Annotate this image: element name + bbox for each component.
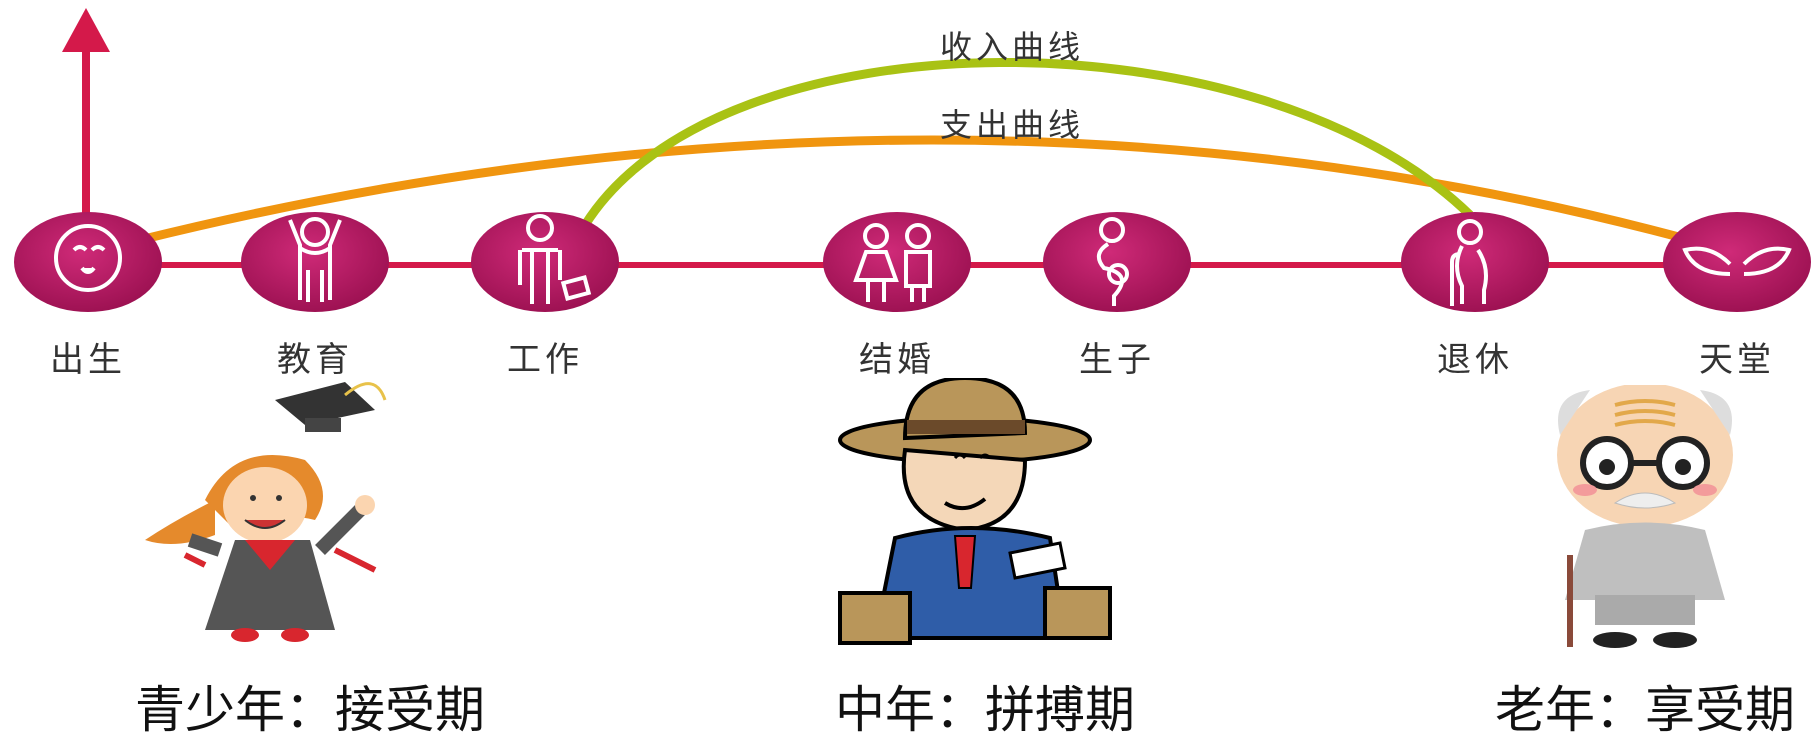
stage-label-middle-age: 中年：拼搏期	[835, 681, 1135, 739]
old-man-illustration	[1557, 385, 1733, 648]
expense-curve	[138, 135, 1692, 245]
graduate-girl-illustration	[145, 382, 387, 642]
milestone-label-birth: 出生	[50, 340, 126, 380]
income-curve	[581, 58, 1474, 228]
milestone-label-work: 工作	[507, 340, 583, 380]
milestone-label-education: 教育	[277, 340, 353, 380]
milestone-label-marriage: 结婚	[859, 340, 935, 380]
businessman-illustration	[838, 378, 1112, 645]
milestone-label-retirement: 退休	[1437, 340, 1513, 380]
up-arrow-icon	[62, 8, 110, 215]
income-curve-label: 收入曲线	[940, 28, 1085, 66]
milestone-label-childbirth: 生子	[1079, 340, 1155, 380]
expense-curve-label: 支出曲线	[940, 106, 1085, 144]
stage-label-old-age: 老年：享受期	[1495, 681, 1795, 739]
stage-label-youth: 青少年：接受期	[135, 681, 485, 739]
milestone-label-heaven: 天堂	[1699, 340, 1775, 380]
